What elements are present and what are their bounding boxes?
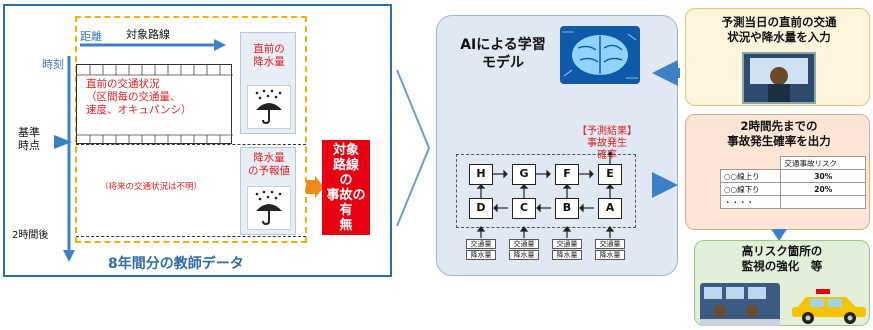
operator-monitor-icon [742, 52, 816, 104]
traffic-grid [76, 64, 233, 145]
time-axis-arrow [63, 56, 75, 262]
two-hours-label: 2時間後 [12, 230, 49, 241]
chevron-right-icon [396, 69, 431, 227]
result-arrow [607, 151, 613, 164]
input-flow-arrow [652, 60, 680, 86]
accident-presence-label: 対象 路線 の 事故の有 無 [326, 142, 366, 233]
orange-arrow [306, 176, 324, 198]
input-step-text: 予測当日の直前の交通 状況や降水量を入力 [721, 15, 837, 44]
node-f: F [555, 164, 579, 185]
recent-rain-label: 直前の 降水量 [253, 43, 285, 68]
traffic-status-text: 直前の交通状況 （区間毎の交通量、 速度、オキュパンシ） [86, 78, 192, 116]
network-arrows [476, 169, 615, 213]
patrol-car-icon [790, 287, 868, 325]
node-g: G [512, 164, 536, 185]
accident-presence-box: 対象 路線 の 事故の有 無 [322, 140, 370, 235]
base-time-label: 基準 時点 [18, 126, 40, 152]
model-network [456, 154, 636, 228]
umbrella-rain-icon [247, 85, 291, 129]
forecast-rain-box: 降水量 の予報値 [240, 147, 296, 235]
output-flow-arrow [652, 172, 678, 198]
brain-icon [560, 26, 640, 84]
table-row: ・・・・ [719, 195, 866, 209]
action-step-text: 高リスク箇所の 監視の強化 等 [741, 244, 823, 273]
output-step-title: 2時間先までの 事故発生確率を出力 [727, 119, 831, 148]
node-e: E [598, 164, 622, 185]
distance-arrow [80, 39, 226, 51]
input-arrows [476, 226, 615, 238]
ai-model-title: AIによる学習 モデル [460, 37, 546, 71]
base-time-marker [54, 135, 72, 149]
risk-table-header: 交通事故リスク [780, 156, 866, 170]
forecast-rain-label: 降水量 の予報値 [248, 152, 290, 177]
input-item: 交通量降水量 [552, 239, 582, 261]
node-b: B [555, 198, 579, 219]
recent-rain-box: 直前の 降水量 [240, 32, 296, 134]
input-item: 交通量降水量 [595, 239, 625, 261]
route-label: 対象路線 [126, 28, 170, 41]
base-time-line [76, 144, 306, 145]
input-item: 交通量降水量 [509, 239, 539, 261]
two-hours-line [76, 236, 306, 237]
time-label: 時刻 [42, 58, 64, 71]
node-h: H [469, 164, 493, 185]
distance-label: 距離 [80, 30, 102, 43]
prediction-result-label: 【予測結果】 事故発生 確率 [577, 126, 637, 161]
control-room-icon [700, 283, 780, 326]
node-c: C [512, 198, 536, 219]
down-arrow [771, 229, 787, 241]
node-d: D [469, 198, 493, 219]
teacher-data-title: 8年間分の教師データ [108, 256, 244, 272]
future-note: （将来の交通状況は不明） [100, 182, 203, 192]
umbrella-rain-icon [247, 186, 291, 230]
input-item: 交通量降水量 [466, 239, 496, 261]
node-a: A [598, 198, 622, 219]
